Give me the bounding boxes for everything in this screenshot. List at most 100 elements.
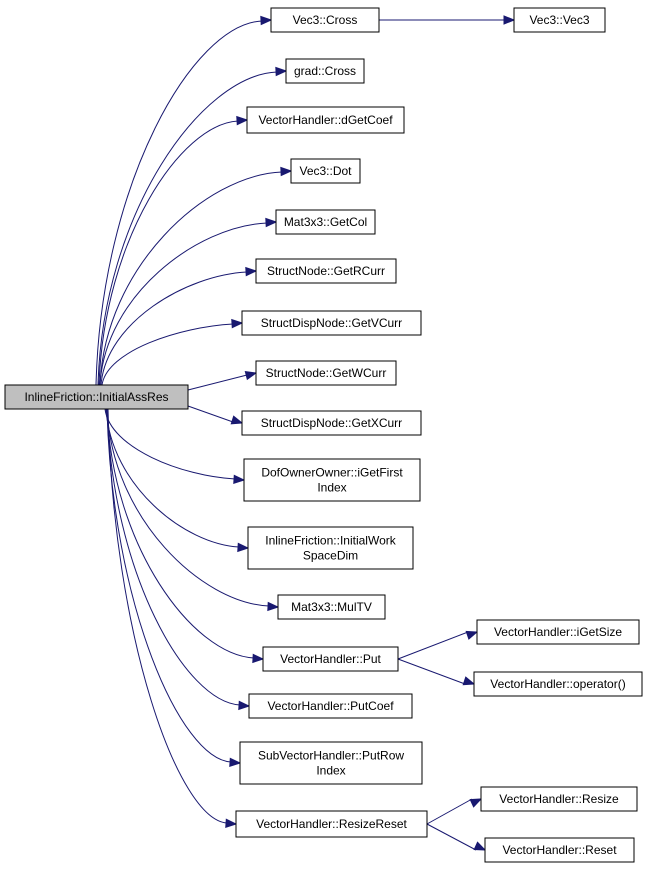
- node-box: [285, 58, 365, 84]
- node-label: Vec3::Cross: [293, 13, 358, 27]
- edge-root-to-vectorhandler-dgetcoef: [98, 120, 239, 386]
- node-label: Index: [316, 764, 345, 778]
- node-label: VectorHandler::Reset: [502, 843, 617, 857]
- edge-root-to-structnode-getwcurr: [187, 374, 248, 391]
- arrowhead: [225, 818, 238, 828]
- arrowhead: [473, 841, 487, 851]
- arrowhead: [236, 115, 249, 126]
- node-vectorhandler-reset[interactable]: VectorHandler::Reset: [484, 837, 635, 863]
- node-box: [262, 646, 399, 672]
- arrowhead: [229, 757, 242, 768]
- edge-vectorhandler-put-to-vectorhandler-operator: [397, 658, 466, 685]
- node-label: SpaceDim: [303, 549, 358, 563]
- node-box: [473, 671, 643, 697]
- arrowhead: [267, 601, 280, 612]
- edge-root-to-inlinefriction-initialwork-spacedim: [105, 408, 240, 548]
- node-vectorhandler-put[interactable]: VectorHandler::Put: [262, 646, 399, 672]
- node-vec3-cross[interactable]: Vec3::Cross: [270, 7, 380, 33]
- arrowhead: [260, 15, 273, 26]
- node-label: VectorHandler::PutCoef: [267, 699, 394, 713]
- edge-vectorhandler-put-to-vectorhandler-igetsize: [397, 631, 469, 660]
- arrowhead: [280, 166, 293, 177]
- node-vec3-dot[interactable]: Vec3::Dot: [290, 158, 361, 184]
- node-label: StructDispNode::GetVCurr: [261, 316, 402, 330]
- node-label: VectorHandler::Resize: [499, 792, 619, 806]
- node-label: StructDispNode::GetXCurr: [261, 416, 402, 430]
- node-label: VectorHandler::dGetCoef: [258, 113, 393, 127]
- node-structdispnode-getvcurr[interactable]: StructDispNode::GetVCurr: [241, 310, 422, 336]
- edge-root-to-vectorhandler-put: [106, 408, 255, 659]
- node-box: [255, 258, 397, 284]
- node-box: [239, 741, 423, 785]
- node-box: [241, 410, 422, 436]
- arrowhead: [465, 630, 479, 640]
- edge-root-to-dofownerowner-igetfirst-index: [104, 408, 236, 480]
- edge-root-to-vec3-dot: [99, 171, 283, 386]
- arrowhead: [231, 318, 244, 329]
- node-label: StructNode::GetWCurr: [266, 366, 387, 380]
- node-structnode-getwcurr[interactable]: StructNode::GetWCurr: [255, 360, 397, 386]
- node-box: [480, 786, 638, 812]
- node-vectorhandler-putcoef[interactable]: VectorHandler::PutCoef: [248, 693, 413, 719]
- node-grad-cross[interactable]: grad::Cross: [285, 58, 365, 84]
- node-label: InlineFriction::InitialWork: [265, 534, 396, 548]
- node-box: [277, 594, 386, 620]
- edge-root-to-vectorhandler-putcoef: [106, 408, 241, 706]
- node-box: [243, 458, 421, 502]
- node-label: grad::Cross: [294, 64, 356, 78]
- arrowhead: [252, 653, 265, 664]
- node-box: [255, 360, 397, 386]
- node-box: [270, 7, 380, 33]
- node-mat3x3-getcol[interactable]: Mat3x3::GetCol: [275, 209, 376, 235]
- node-vectorhandler-operator[interactable]: VectorHandler::operator(): [473, 671, 643, 697]
- node-vectorhandler-igetsize[interactable]: VectorHandler::iGetSize: [476, 619, 640, 645]
- edge-root-to-mat3x3-getcol: [99, 222, 268, 386]
- edge-vectorhandler-resizereset-to-vectorhandler-resize: [426, 798, 473, 825]
- node-structnode-getrcurr[interactable]: StructNode::GetRCurr: [255, 258, 397, 284]
- node-vectorhandler-resizereset[interactable]: VectorHandler::ResizeReset: [235, 810, 428, 838]
- node-label: Mat3x3::GetCol: [284, 215, 367, 229]
- node-label: VectorHandler::Put: [280, 652, 381, 666]
- node-vectorhandler-resize[interactable]: VectorHandler::Resize: [480, 786, 638, 812]
- node-vec3-vec3[interactable]: Vec3::Vec3: [513, 7, 606, 33]
- arrowhead: [233, 474, 246, 485]
- node-mat3x3-multv[interactable]: Mat3x3::MulTV: [277, 594, 386, 620]
- node-vectorhandler-dgetcoef[interactable]: VectorHandler::dGetCoef: [246, 106, 405, 134]
- node-box: [235, 810, 428, 838]
- node-label: SubVectorHandler::PutRow: [258, 749, 404, 763]
- node-label: Index: [317, 481, 346, 495]
- arrowhead: [275, 66, 288, 77]
- node-box: [4, 384, 189, 410]
- node-label: Vec3::Dot: [299, 164, 352, 178]
- edge-root-to-structdispnode-getxcurr: [187, 405, 234, 423]
- node-inlinefriction-initialassres[interactable]: InlineFriction::InitialAssRes: [4, 384, 189, 410]
- arrowhead: [237, 542, 250, 553]
- node-label: VectorHandler::iGetSize: [494, 625, 622, 639]
- node-box: [247, 526, 414, 570]
- arrowhead: [230, 415, 244, 425]
- node-label: Mat3x3::MulTV: [291, 600, 372, 614]
- node-box: [290, 158, 361, 184]
- arrowhead: [265, 217, 278, 228]
- edge-root-to-structnode-getrcurr: [100, 271, 248, 386]
- edge-root-to-vectorhandler-resizereset: [107, 408, 228, 824]
- edge-vectorhandler-resizereset-to-vectorhandler-reset: [426, 823, 477, 851]
- node-label: Vec3::Vec3: [529, 13, 589, 27]
- node-label: VectorHandler::operator(): [490, 677, 625, 691]
- arrowhead: [503, 15, 516, 25]
- arrowhead: [462, 676, 476, 686]
- edge-root-to-mat3x3-multv: [106, 408, 270, 607]
- node-box: [476, 619, 640, 645]
- arrowhead: [238, 700, 251, 711]
- node-box: [246, 106, 405, 134]
- node-structdispnode-getxcurr[interactable]: StructDispNode::GetXCurr: [241, 410, 422, 436]
- node-label: VectorHandler::ResizeReset: [256, 817, 407, 831]
- node-label: StructNode::GetRCurr: [267, 264, 385, 278]
- arrowhead: [469, 798, 483, 808]
- edge-root-to-grad-cross: [97, 71, 278, 386]
- node-box: [484, 837, 635, 863]
